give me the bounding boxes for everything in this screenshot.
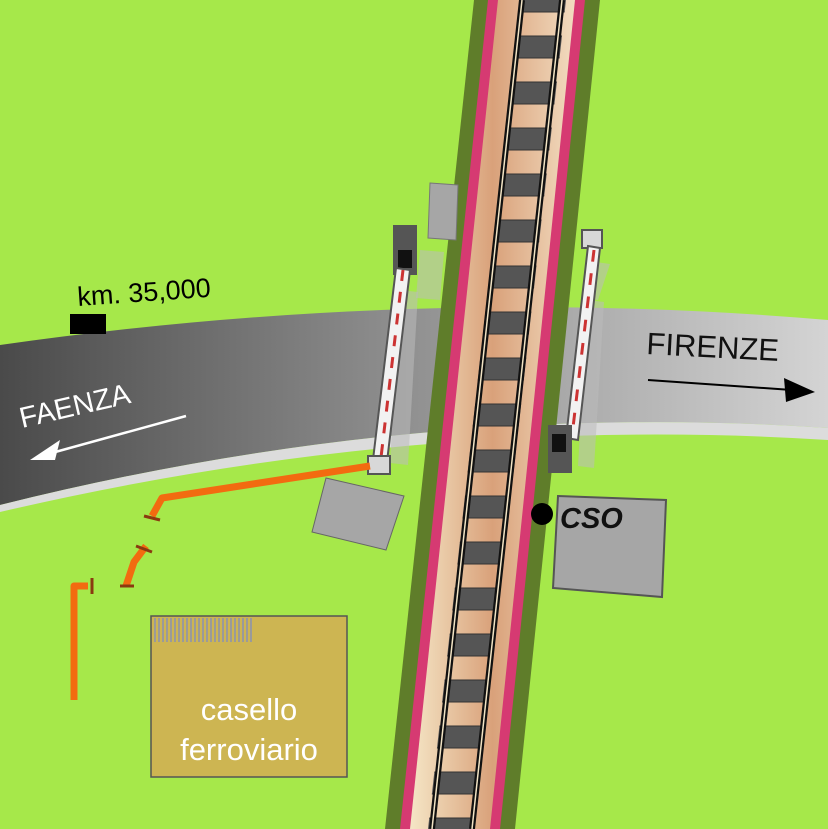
barrier-stripe <box>387 378 392 390</box>
grate-bar <box>238 618 240 642</box>
barrier-stripe <box>397 291 402 303</box>
grate-bar <box>246 618 248 642</box>
barrier-stripe <box>382 422 387 434</box>
grate-bar <box>198 618 200 642</box>
grate-bar <box>218 618 220 642</box>
grate-bar <box>166 618 168 642</box>
grate-bar <box>226 618 228 642</box>
railway-house <box>150 615 348 778</box>
rail-right-inner <box>471 0 563 829</box>
barrier-stripe <box>392 335 397 347</box>
cso-marker-dot <box>531 503 553 525</box>
building-label-line2: ferroviario <box>180 732 318 767</box>
rail-sleeper <box>428 817 489 829</box>
grate-bar <box>222 618 224 642</box>
grate-bar <box>174 618 176 642</box>
building-label-line1: casello <box>200 692 298 727</box>
grate-bar <box>186 618 188 642</box>
grate-bar <box>182 618 184 642</box>
road <box>0 307 828 505</box>
equipment-box-left <box>311 477 405 551</box>
barrier-stripe <box>390 356 395 369</box>
grate-bar <box>190 618 192 642</box>
km-marker-plate <box>70 314 106 334</box>
barrier-stripe <box>585 296 590 309</box>
road-edge-lower <box>0 422 828 512</box>
arrow-left-icon <box>30 414 187 460</box>
cable-terminals <box>90 514 161 594</box>
grate-bar <box>210 618 212 642</box>
grate-bar <box>194 618 196 642</box>
barrier-left <box>367 225 444 475</box>
cable-conduit <box>70 462 371 700</box>
barrier-stripe <box>571 412 577 425</box>
grate-bar <box>230 618 232 642</box>
grate-bar <box>234 618 236 642</box>
rail-left-inner <box>431 0 523 829</box>
grate-bar <box>250 618 252 642</box>
equipment-box-top <box>427 182 459 241</box>
grate-bar <box>154 618 156 642</box>
barrier-stripe <box>379 444 385 456</box>
barrier-right <box>548 229 610 473</box>
grate-bar <box>178 618 180 642</box>
barrier-stripe <box>384 400 390 412</box>
barrier-stripe <box>591 249 596 262</box>
label-cso: CSO <box>560 503 623 535</box>
cso-cabinet <box>551 494 668 599</box>
house-grate <box>154 618 252 642</box>
barrier-stripe <box>395 313 400 325</box>
barrier-stripe <box>582 319 588 332</box>
building-label: casello ferroviario <box>151 690 347 770</box>
grate-bar <box>214 618 216 642</box>
barrier-stripe <box>400 269 405 282</box>
barrier-stripe <box>574 389 579 402</box>
grate-bar <box>158 618 160 642</box>
grate-bar <box>170 618 172 642</box>
label-firenze: FIRENZE <box>646 326 780 368</box>
barrier-stripe <box>577 366 582 379</box>
grate-bar <box>202 618 204 642</box>
grate-bar <box>162 618 164 642</box>
grate-bar <box>206 618 208 642</box>
arrow-right-icon <box>647 378 815 402</box>
barrier-stripe <box>588 273 593 286</box>
grate-bar <box>242 618 244 642</box>
barrier-stripe <box>580 342 585 355</box>
